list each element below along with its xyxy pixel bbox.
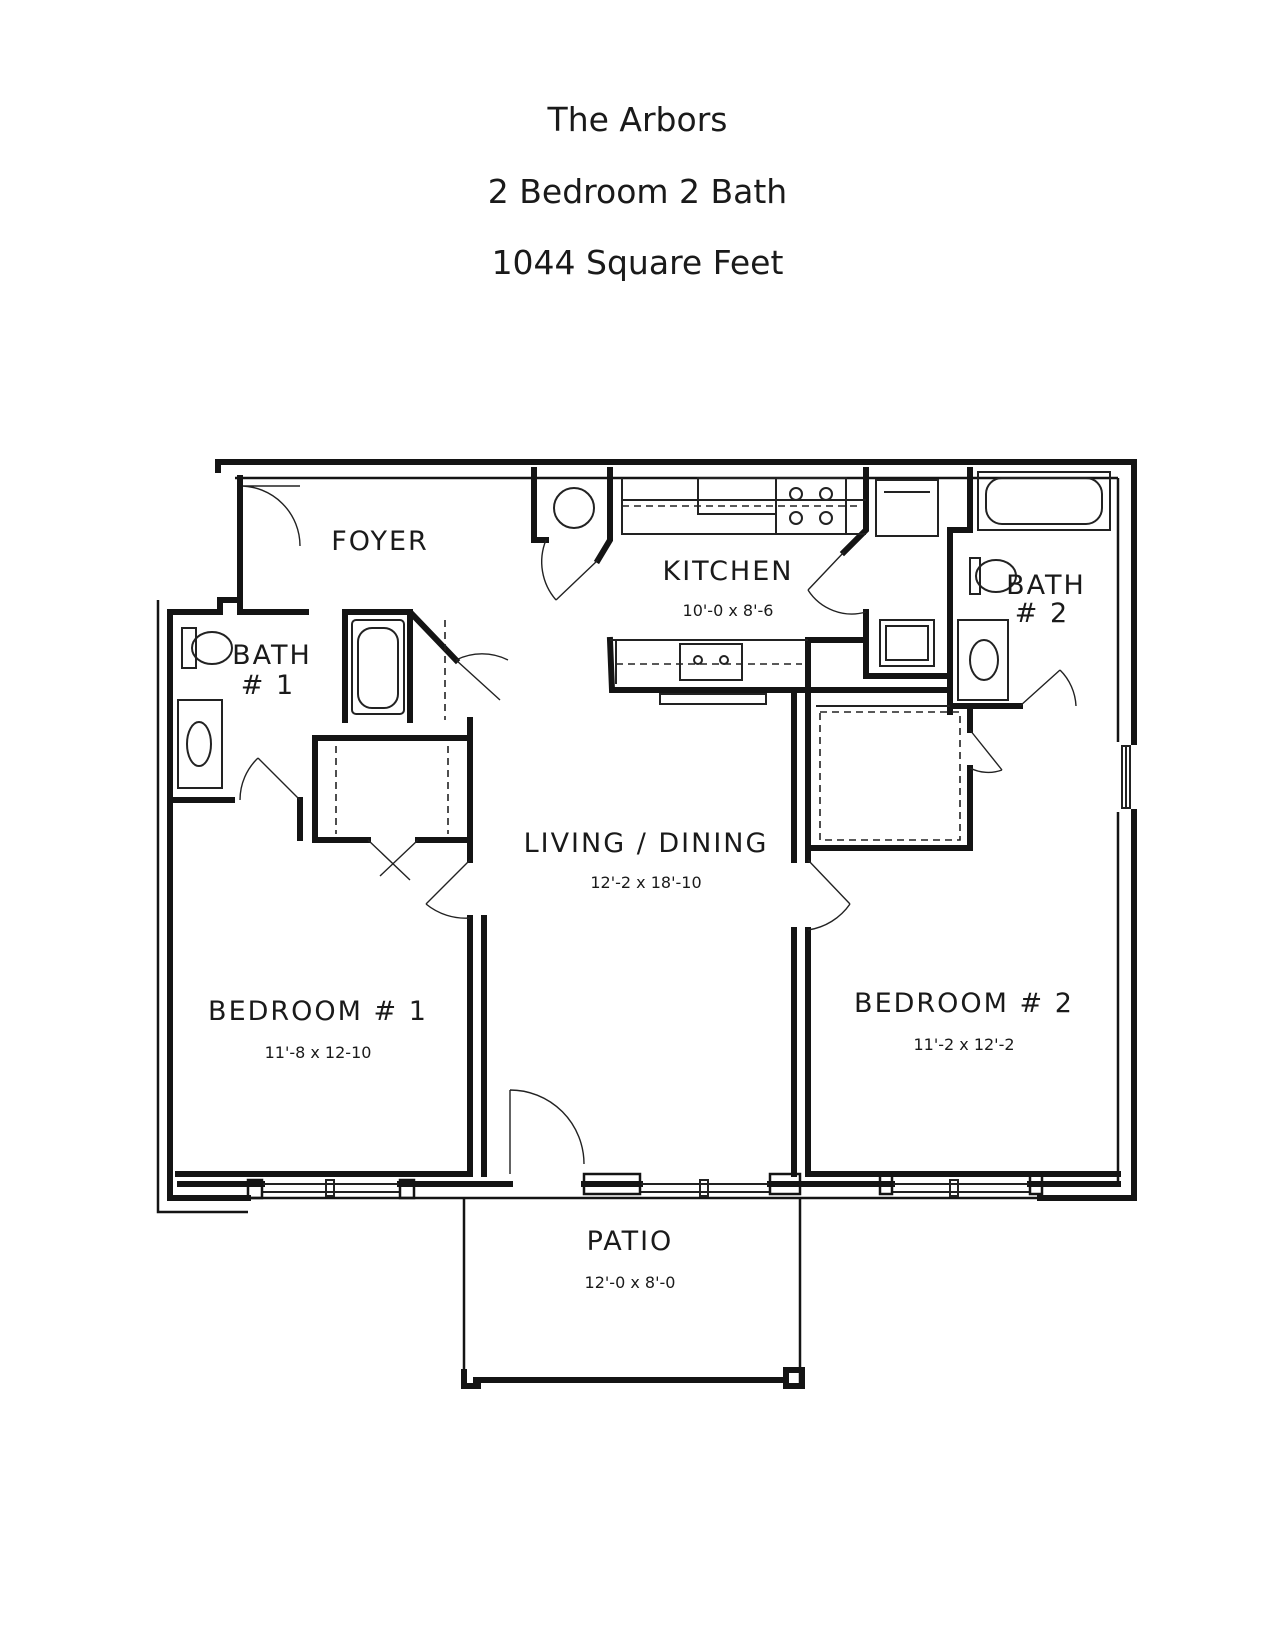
bath2-vanity	[957, 619, 1009, 701]
bedroom2-closet-shelves	[819, 711, 961, 841]
unit-area: 1044 Square Feet	[491, 243, 784, 282]
bath1-number: # 1	[241, 670, 295, 701]
bath1-toilet-bowl	[191, 631, 233, 665]
burner-icon	[789, 487, 803, 501]
bath1-tub	[351, 619, 405, 715]
bedroom2-door	[807, 859, 851, 931]
kitchen-dishwasher	[697, 477, 777, 515]
bath1-toilet-tank	[181, 627, 197, 669]
kitchen-range	[775, 477, 847, 535]
burner-icon	[819, 487, 833, 501]
interior-walls	[167, 467, 1121, 1177]
entry-door	[239, 485, 301, 547]
left-exterior-wall-outer	[156, 600, 248, 1214]
bath1-tub-basin	[357, 627, 399, 709]
doors	[237, 483, 1077, 1174]
washer-dryer-inner	[885, 625, 929, 661]
patio-dims: 12'-0 x 8'-0	[585, 1273, 676, 1292]
fixtures	[177, 471, 1111, 841]
sink-drain-icon	[719, 655, 729, 665]
bath2-window	[1121, 745, 1131, 809]
bath2-toilet-bowl	[975, 559, 1017, 593]
patio-post	[783, 1367, 805, 1389]
kitchen-bar	[659, 693, 767, 705]
living-dining-dims: 12'-2 x 18'-10	[590, 873, 701, 892]
patio-outline	[461, 1198, 805, 1389]
closet-shelves	[335, 620, 449, 834]
bath1-vanity	[177, 699, 223, 789]
bedroom2-window	[892, 1179, 1030, 1197]
bedroom1-right-wall	[445, 915, 473, 1177]
left-exterior-wall	[167, 475, 251, 1201]
living-window	[640, 1179, 770, 1197]
foyer-closet-left-wall	[531, 467, 549, 543]
bath1-label: BATH	[232, 640, 312, 671]
unit-layout: 2 Bedroom 2 Bath	[487, 172, 788, 211]
foyer-closet-door	[541, 539, 599, 601]
kitchen-sink	[679, 643, 743, 681]
kitchen-label: KITCHEN	[663, 556, 794, 587]
room-labels: FOYER KITCHEN 10'-0 x 8'-6 BATH # 1 BATH…	[208, 526, 1086, 1292]
bedroom2-dims: 11'-2 x 12'-2	[913, 1035, 1014, 1054]
closet-door	[969, 729, 1003, 774]
patio-label: PATIO	[587, 1226, 674, 1257]
burner-icon	[819, 511, 833, 525]
sink-drain-icon	[693, 655, 703, 665]
kitchen-lower-counter	[610, 639, 808, 684]
window-jamb	[246, 1178, 264, 1200]
bath1-sink	[186, 721, 212, 767]
bath2-tub-basin	[985, 477, 1103, 525]
window-jamb	[768, 1172, 802, 1196]
bedroom2-label: BEDROOM # 2	[854, 988, 1074, 1019]
bedroom1-window	[262, 1179, 400, 1197]
community-title: The Arbors	[547, 100, 728, 139]
linen-closet-door	[367, 839, 419, 881]
living-dining-label: LIVING / DINING	[524, 828, 769, 859]
plan-header: The Arbors 2 Bedroom 2 Bath 1044 Square …	[0, 0, 1275, 320]
window-jamb	[398, 1178, 416, 1200]
refrigerator	[875, 479, 939, 537]
bath1-top-wall	[237, 597, 309, 615]
patio-sides	[462, 1198, 802, 1386]
bath2-number: # 2	[1015, 598, 1069, 629]
bath1-door	[239, 757, 301, 801]
kitchen-lower-wall	[606, 636, 811, 693]
patio-corner-left	[461, 1369, 481, 1389]
linen-closet-walls-right	[415, 735, 473, 843]
laundry-walls	[863, 467, 973, 679]
bedroom1-door	[425, 859, 471, 919]
bedroom2-closet-walls	[805, 687, 973, 851]
washer-dryer	[879, 619, 935, 667]
linen-closet-walls	[312, 717, 473, 843]
bath2-sink	[969, 639, 999, 681]
top-exterior-wall	[215, 459, 1137, 745]
kitchen-dims: 10'-0 x 8'-6	[683, 601, 774, 620]
water-heater	[553, 487, 595, 529]
bedroom1-dims: 11'-8 x 12-10	[265, 1043, 372, 1062]
patio-door	[509, 1089, 585, 1174]
bath2-door	[1019, 669, 1077, 707]
bedroom1-label: BEDROOM # 1	[208, 996, 428, 1027]
kitchen-right-wall-top	[839, 467, 869, 557]
pantry-door	[807, 551, 867, 615]
bath2-tub	[977, 471, 1111, 531]
window-jamb	[582, 1172, 642, 1196]
closet-door	[455, 653, 509, 701]
bath2-label: BATH	[1006, 570, 1086, 601]
foyer-closet-right-wall	[593, 467, 613, 565]
foyer-label: FOYER	[331, 526, 429, 557]
bath2-toilet-tank	[969, 557, 981, 595]
burner-icon	[789, 511, 803, 525]
